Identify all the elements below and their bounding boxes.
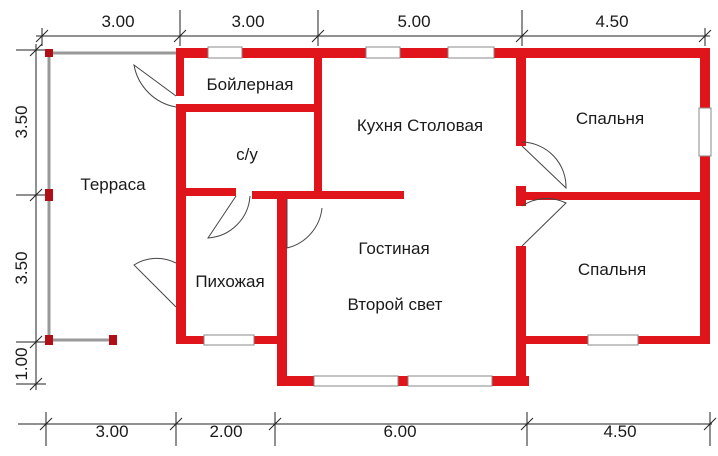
left-dimension-line — [16, 43, 46, 391]
room-label-terrace: Терраса — [80, 175, 146, 194]
terrace-outline — [45, 49, 178, 345]
room-label-hall: Пихожая — [195, 272, 264, 291]
room-label-second-light: Второй свет — [348, 295, 443, 314]
bottom-dimension-line — [18, 412, 717, 446]
bottom-dimension-label: 4.50 — [603, 422, 636, 441]
room-label-bathroom: с/у — [236, 145, 258, 164]
top-dimension-line — [35, 10, 712, 46]
bottom-dimension-label: 3.00 — [95, 422, 128, 441]
bottom-dimension-label: 6.00 — [383, 422, 416, 441]
doors — [133, 63, 567, 308]
room-label-kitchen: Кухня Столовая — [357, 116, 483, 135]
top-dimension-label: 5.00 — [397, 12, 430, 31]
top-dimension-label: 4.50 — [595, 12, 628, 31]
room-label-bedroom-2: Спальня — [578, 260, 646, 279]
windows — [203, 46, 712, 387]
left-dimension-label: 3.50 — [12, 105, 31, 138]
room-label-boiler: Бойлерная — [207, 75, 294, 94]
room-label-living: Гостиная — [358, 239, 429, 258]
left-dimension-label: 1.00 — [12, 347, 31, 380]
bottom-dimension-label: 2.00 — [209, 422, 242, 441]
top-dimension-label: 3.00 — [231, 12, 264, 31]
room-label-bedroom-1: Спальня — [576, 109, 644, 128]
top-dimension-label: 3.00 — [101, 12, 134, 31]
left-dimension-label: 3.50 — [12, 251, 31, 284]
